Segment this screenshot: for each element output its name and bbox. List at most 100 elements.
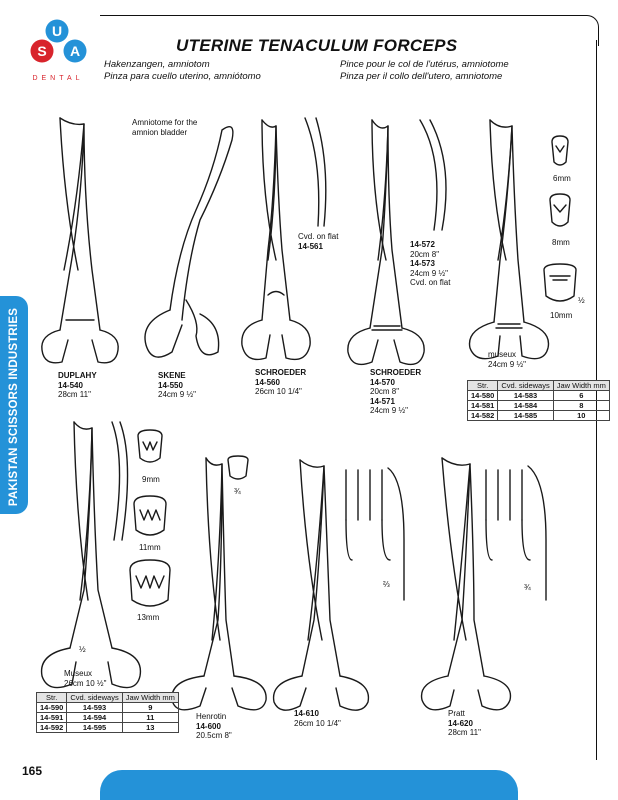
product-code: 14-620 [448, 718, 473, 728]
product-code: 14-561 [298, 241, 323, 251]
product-size: 26cm 10 1/4" [294, 718, 341, 728]
table-cell: 14-582 [466, 410, 499, 421]
product-code: 14-571 [370, 396, 395, 406]
forceps-14-620-drawing [420, 457, 547, 711]
footer-bar [100, 770, 518, 800]
logo-letter-s: S [37, 43, 46, 59]
product-note: Cvd. on flat [410, 278, 451, 287]
jaw-label-10mm: 10mm [550, 311, 573, 320]
product-name: SKENE [158, 371, 186, 380]
product-name: SCHROEDER [255, 368, 307, 377]
table-header: Cvd. sideways [66, 692, 123, 703]
product-label-14-561: Cvd. on flat 14-561 [298, 232, 338, 251]
table-row: 14-581 14-584 8 [466, 400, 610, 411]
product-size: 28cm 11" [448, 728, 481, 737]
logo-letter-a: A [70, 43, 80, 59]
page-number: 165 [22, 764, 43, 778]
product-name: DUPLAHY [58, 371, 97, 380]
table-header: Jaw Width mm [121, 692, 179, 703]
product-size: 26cm 10 1/4" [255, 387, 302, 396]
product-code: 14-600 [196, 721, 221, 731]
table-cell: 11 [121, 712, 179, 723]
table-row: 14-590 14-593 9 [35, 702, 179, 713]
forceps-14-580-drawing [468, 119, 550, 360]
product-label-14-550: SKENE 14-550 24cm 9 ½" [158, 371, 196, 400]
table-cell: 14-580 [466, 390, 499, 401]
product-code: 14-560 [255, 377, 280, 387]
product-name: Museux [64, 669, 93, 678]
forceps-14-600-drawing [171, 455, 267, 711]
jaw-detail-9mm [137, 429, 163, 463]
product-size: 26cm 10 ½" [64, 678, 107, 688]
product-size: 20cm 8" [410, 249, 440, 259]
table-row: 14-592 14-595 13 [35, 722, 179, 733]
product-code: 14-572 [410, 240, 435, 249]
product-code: 14-540 [58, 380, 83, 390]
page-frame-top [100, 15, 599, 46]
product-note: Cvd. on flat [298, 232, 339, 241]
product-code: 14-610 [294, 709, 319, 718]
scale-label: ⅔ [383, 580, 390, 589]
product-code: 14-573 [410, 259, 435, 268]
table-cell: 8 [552, 400, 610, 411]
table-row: 14-591 14-594 11 [35, 712, 179, 723]
product-label-14-570: SCHROEDER 14-570 20cm 8" 14-571 24cm 9 ½… [370, 368, 421, 416]
table-cell: 14-594 [66, 712, 123, 723]
table-cell: 14-584 [497, 400, 554, 411]
jaw-detail-13mm [129, 559, 171, 607]
table-cell: 14-583 [497, 390, 554, 401]
spec-table-14-580: Str. Cvd. sideways Jaw Width mm 14-580 1… [466, 380, 610, 421]
product-name: Pratt [448, 709, 465, 718]
product-size: 24cm 9 ½" [488, 359, 526, 369]
product-size: 20.5cm 8" [196, 731, 232, 740]
product-code: 14-570 [370, 377, 395, 387]
spec-table-14-590: Str. Cvd. sideways Jaw Width mm 14-590 1… [35, 692, 179, 733]
scale-label: ¾ [524, 583, 531, 592]
product-label-14-560: SCHROEDER 14-560 26cm 10 1/4" [255, 368, 306, 397]
table-cell: 14-581 [466, 400, 499, 411]
jaw-detail-8mm [549, 193, 571, 227]
side-tab [0, 296, 28, 514]
product-label-museux-14-590: Museux 26cm 10 ½" [64, 669, 106, 688]
table-cell: 14-591 [35, 712, 68, 723]
jaw-label-8mm: 8mm [552, 238, 570, 247]
scale-label: ¾ [234, 487, 241, 496]
logo-word-dental: DENTAL [32, 75, 83, 82]
product-code: 14-550 [158, 380, 183, 390]
table-cell: 14-592 [35, 722, 68, 733]
usa-dental-logo: U S A DENTAL [30, 19, 87, 82]
product-label-14-620: Pratt 14-620 28cm 11" [448, 709, 481, 738]
amniotome-note: Amniotome for the amnion bladder [132, 118, 198, 137]
product-name: Henrotin [196, 712, 227, 721]
product-size: 24cm 9 ½" [410, 268, 448, 278]
forceps-14-610-drawing [272, 459, 405, 711]
forceps-14-570-drawing [347, 119, 447, 366]
product-size: 24cm 9 ½" [370, 406, 408, 415]
subtitle-italian: Pinza per il collo dell'utero, amniotome [340, 71, 503, 82]
jaw-detail-10mm [543, 263, 577, 302]
product-label-14-610: 14-610 26cm 10 1/4" [294, 709, 341, 728]
table-cell: 14-585 [497, 410, 554, 421]
subtitle-spanish: Pinza para cuello uterino, amniótomo [104, 71, 261, 82]
jaw-label-13mm: 13mm [137, 613, 160, 622]
table-header: Str. [466, 380, 499, 391]
table-cell: 14-590 [35, 702, 68, 713]
table-row: 14-580 14-583 6 [466, 390, 610, 401]
scale-label: ½ [79, 645, 86, 654]
logo-circle-a [63, 39, 87, 63]
jaw-label-6mm: 6mm [553, 174, 571, 183]
table-cell: 6 [552, 390, 610, 401]
product-size: 20cm 8" [370, 387, 400, 396]
product-label-14-600: Henrotin 14-600 20.5cm 8" [196, 712, 232, 741]
product-name: SCHROEDER [370, 368, 422, 377]
jaw-detail-11mm [133, 495, 167, 536]
jaw-label-11mm: 11mm [139, 543, 161, 552]
page-title: UTERINE TENACULUM FORCEPS [176, 36, 458, 55]
subtitle-german: Hakenzangen, amniotom [104, 59, 210, 70]
table-header: Str. [35, 692, 68, 703]
product-size: 28cm 11" [58, 390, 91, 399]
table-cell: 13 [121, 722, 179, 733]
table-header: Jaw Width mm [552, 380, 610, 391]
logo-circle-s [30, 39, 54, 63]
